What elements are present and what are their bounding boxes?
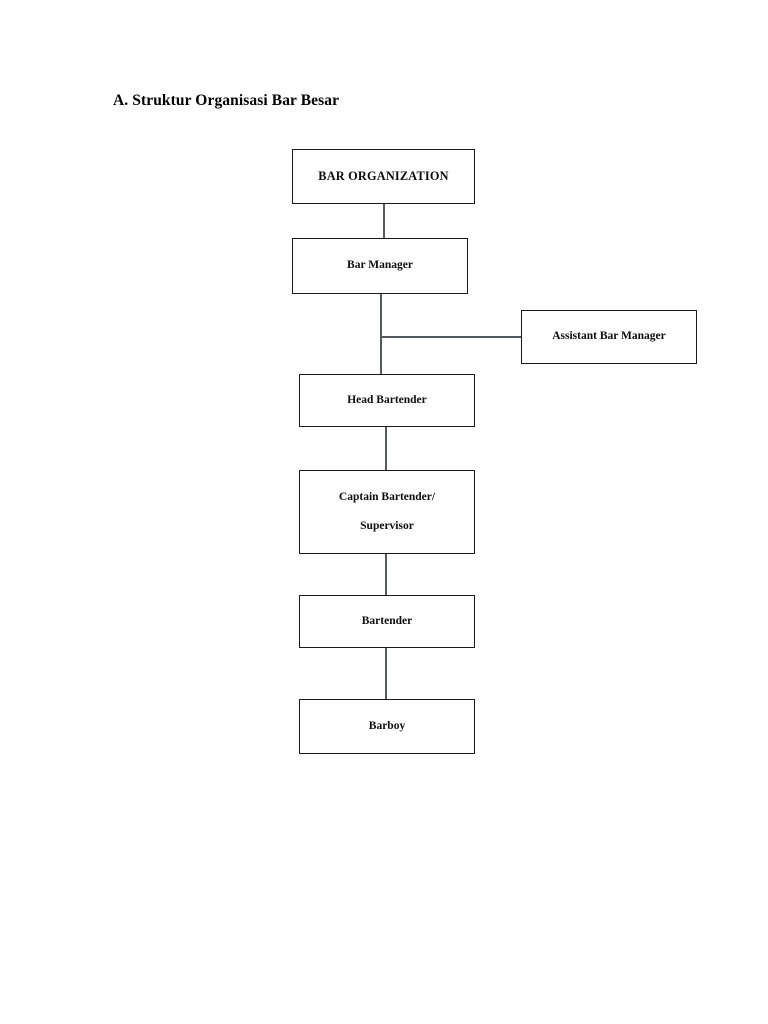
node-label-line-2: Supervisor	[360, 519, 414, 532]
node-head-bartender: Head Bartender	[299, 374, 475, 427]
node-label: Bar Manager	[347, 259, 413, 272]
node-bar-organization: BAR ORGANIZATION	[292, 149, 475, 204]
node-label: Assistant Bar Manager	[552, 330, 666, 343]
connector-head-to-captain	[385, 426, 387, 471]
node-label: Head Bartender	[347, 393, 427, 406]
node-bartender: Bartender	[299, 595, 475, 648]
node-label: Bartender	[361, 614, 413, 627]
connector-captain-to-bartender	[385, 553, 387, 596]
node-label-line-1: Captain Bartender/	[338, 490, 436, 503]
connector-manager-to-assistant	[381, 336, 522, 338]
node-label: Barboy	[368, 719, 406, 732]
connector-bartender-to-barboy	[385, 647, 387, 700]
node-barboy: Barboy	[299, 699, 475, 754]
node-assistant-bar-manager: Assistant Bar Manager	[521, 310, 697, 364]
node-label: BAR ORGANIZATION	[318, 169, 449, 184]
connector-manager-trunk	[380, 293, 382, 375]
node-captain-bartender-supervisor: Captain Bartender/ Supervisor	[299, 470, 475, 554]
connector-root-to-manager	[383, 203, 385, 239]
node-bar-manager: Bar Manager	[292, 238, 468, 294]
page-title: A. Struktur Organisasi Bar Besar	[113, 92, 340, 109]
